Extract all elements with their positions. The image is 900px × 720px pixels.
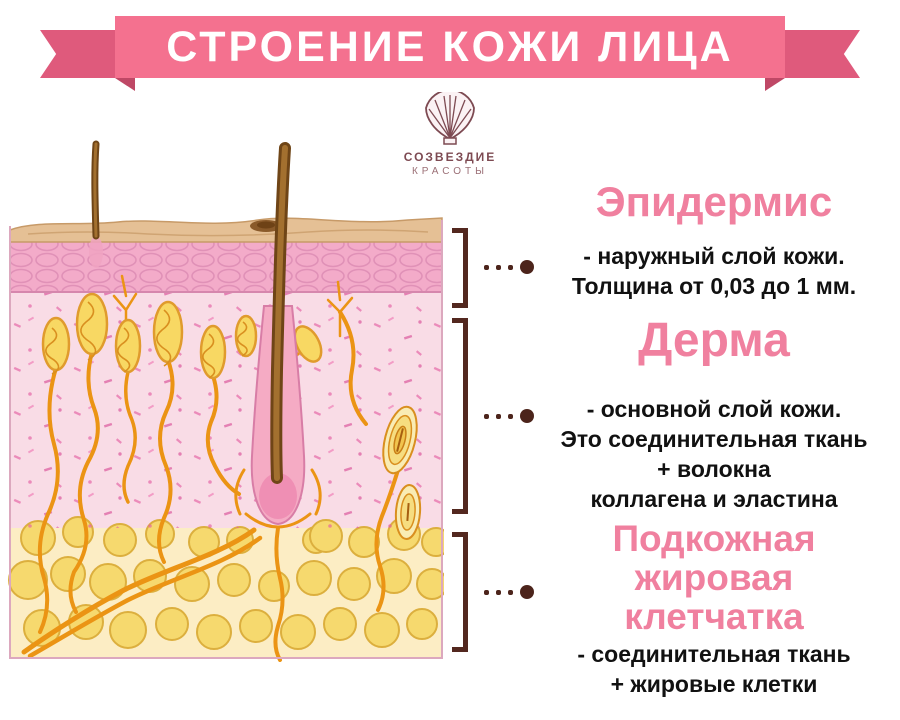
dot: [484, 264, 489, 270]
bracket-hypodermis: [452, 532, 468, 652]
brand-logo: СОЗВЕЗДИЕ КРАСОТЫ: [385, 92, 515, 177]
ribbon-fold-right: [765, 78, 785, 91]
dot: [508, 413, 513, 419]
dot-connector-dermis: [484, 409, 534, 423]
bullet-dot: [520, 260, 534, 274]
ribbon-fold-left: [115, 78, 135, 91]
bullet-dot: [520, 585, 534, 599]
dot: [496, 589, 501, 595]
heading-hypodermis: Подкожная жировая клетчатка: [612, 518, 816, 637]
logo-text-line2: КРАСОТЫ: [411, 166, 489, 177]
scallop-shell-icon: [425, 92, 475, 145]
bracket-epidermis: [452, 228, 468, 308]
title-ribbon: СТРОЕНИЕ КОЖИ ЛИЦА: [40, 16, 860, 96]
corpuscle: [394, 484, 422, 540]
heading-dermis: Дерма: [638, 314, 790, 367]
dot: [508, 264, 513, 270]
dot: [496, 264, 501, 270]
sebaceous-glands: [41, 292, 323, 380]
description-hypodermis: - соединительная ткань + жировые клетки: [577, 641, 851, 697]
dot: [508, 589, 513, 595]
ribbon-band: СТРОЕНИЕ КОЖИ ЛИЦА: [115, 16, 785, 78]
skin-cross-section-illustration: [8, 140, 444, 662]
heading-epidermis: Эпидермис: [595, 178, 833, 225]
corpuscle: [382, 405, 418, 475]
dot-connector-epidermis: [484, 260, 534, 274]
dot-connector-hypodermis: [484, 585, 534, 599]
description-dermis: - основной слой кожи. Это соединительная…: [560, 396, 868, 512]
description-epidermis: - наружный слой кожи. Толщина от 0,03 до…: [571, 243, 857, 299]
dot: [484, 589, 489, 595]
page-title: СТРОЕНИЕ КОЖИ ЛИЦА: [166, 22, 734, 71]
dot: [484, 413, 489, 419]
logo-text-line1: СОЗВЕЗДИЕ: [403, 150, 497, 164]
bullet-dot: [520, 409, 534, 423]
bracket-dermis: [452, 318, 468, 514]
dot: [496, 413, 501, 419]
